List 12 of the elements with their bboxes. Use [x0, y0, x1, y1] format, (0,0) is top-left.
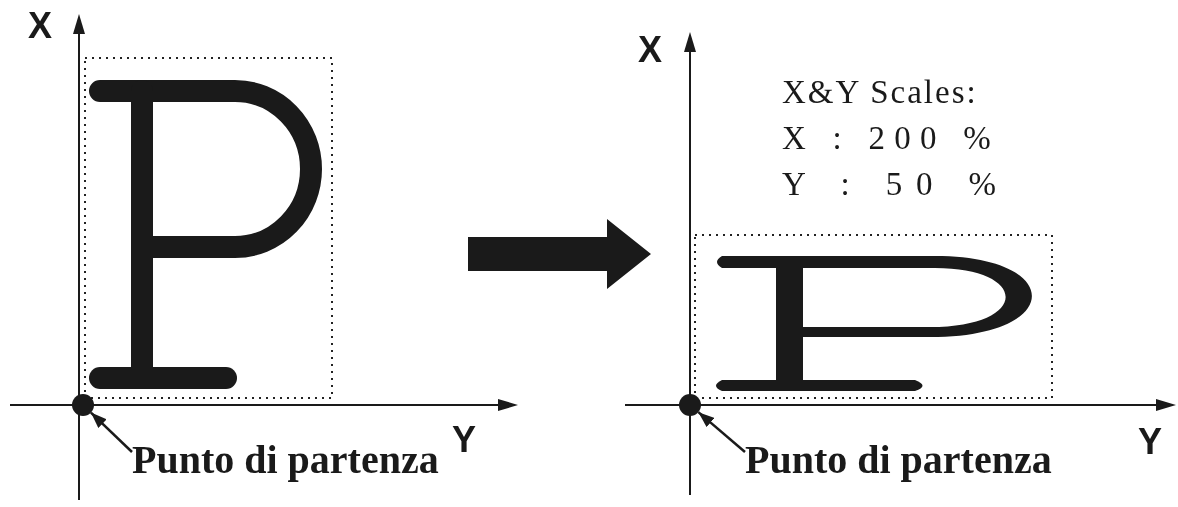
- axis-label: X: [638, 32, 662, 68]
- scale-note: X&Y Scales:: [782, 76, 978, 109]
- leader-line: [90, 411, 133, 453]
- axis-label: X: [28, 8, 52, 44]
- scale-note: X : 200 %: [782, 122, 1000, 155]
- scale-note: Y : 50 %: [782, 168, 1010, 201]
- leader-line: [697, 411, 746, 453]
- block-arrow: [468, 219, 651, 289]
- origin-label: Punto di partenza: [745, 440, 1052, 480]
- origin-label: Punto di partenza: [132, 440, 439, 480]
- axis-label: Y: [452, 422, 476, 458]
- axis-label: Y: [1138, 424, 1162, 460]
